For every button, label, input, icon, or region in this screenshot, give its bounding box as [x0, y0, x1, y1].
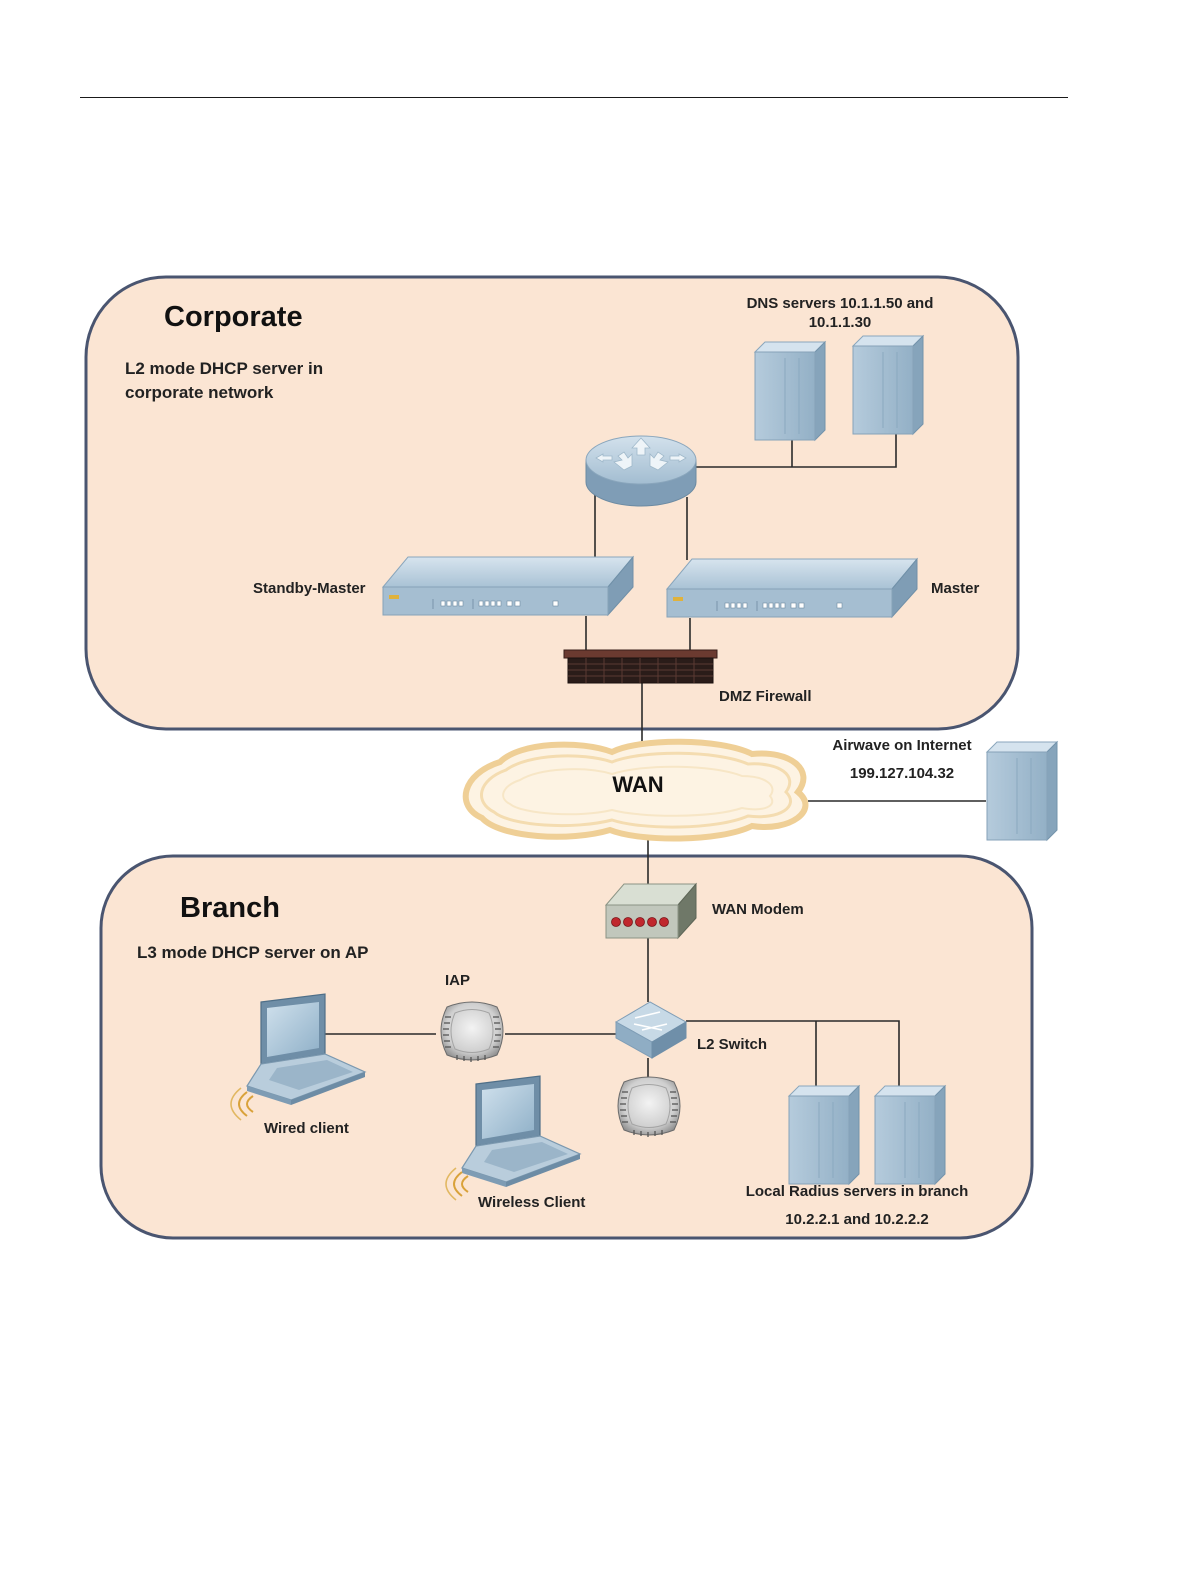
radius-servers-label-line2: 10.2.2.1 and 10.2.2.2	[785, 1211, 928, 1228]
firewall-icon	[564, 650, 717, 683]
radius-server-icon	[789, 1086, 859, 1184]
wireless-client-label: Wireless Client	[478, 1194, 585, 1211]
master-controller-icon	[667, 559, 917, 617]
master-label: Master	[931, 580, 980, 597]
modem-icon	[606, 884, 696, 938]
corporate-title: Corporate	[164, 301, 303, 333]
standby-master-controller-icon	[383, 557, 633, 615]
branch-subtitle: L3 mode DHCP server on AP	[137, 943, 368, 962]
dmz-firewall-label: DMZ Firewall	[719, 688, 812, 705]
dns-server-icon	[853, 336, 923, 434]
dns-servers-label-line1: DNS servers 10.1.1.50 and	[747, 295, 934, 312]
dns-server-icon	[755, 342, 825, 440]
radius-servers-label-line1: Local Radius servers in branch	[746, 1183, 969, 1200]
radius-server-icon	[875, 1086, 945, 1184]
router-icon	[586, 436, 696, 506]
corporate-subtitle-line2: corporate network	[125, 383, 274, 402]
wired-client-label: Wired client	[264, 1120, 349, 1137]
wan-label: WAN	[612, 772, 663, 797]
airwave-server-icon	[987, 742, 1057, 840]
airwave-label-line2: 199.127.104.32	[850, 765, 954, 782]
branch-title: Branch	[180, 892, 280, 924]
wan-modem-label: WAN Modem	[712, 901, 804, 918]
corporate-subtitle-line1: L2 mode DHCP server in	[125, 359, 323, 378]
iap-access-point-icon	[441, 1002, 503, 1062]
iap-label: IAP	[445, 972, 470, 989]
access-point-icon	[618, 1077, 680, 1137]
airwave-label-line1: Airwave on Internet	[832, 737, 971, 754]
standby-master-label: Standby-Master	[253, 580, 366, 597]
dns-servers-label-line2: 10.1.1.30	[809, 314, 872, 331]
l2-switch-label: L2 Switch	[697, 1036, 767, 1053]
